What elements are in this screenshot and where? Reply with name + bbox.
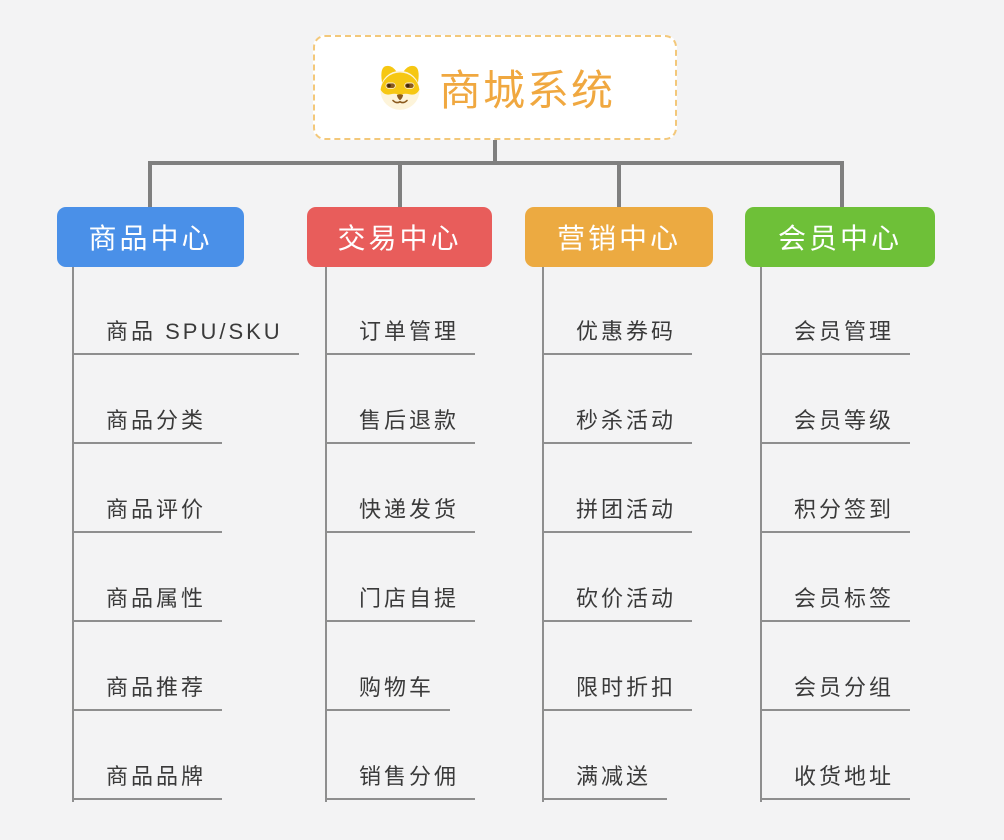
trunk-member-center (760, 267, 762, 802)
leaf-node[interactable]: 拼团活动 (542, 495, 693, 533)
leaf-node[interactable]: 商品 SPU/SKU (72, 317, 299, 355)
leaf-node[interactable]: 商品推荐 (72, 673, 223, 711)
connector-root-stem (493, 140, 497, 163)
leaf-node[interactable]: 门店自提 (325, 584, 476, 622)
root-title: 商城系统 (438, 67, 615, 114)
branch-node-marketing-center[interactable]: 营销中心 (525, 207, 713, 267)
leaf-node[interactable]: 销售分佣 (325, 762, 476, 800)
leaf-node[interactable]: 会员分组 (760, 673, 911, 711)
trunk-marketing-center (542, 267, 544, 802)
leaf-node[interactable]: 满减送 (542, 762, 668, 800)
connector-drop-member (840, 161, 844, 211)
trunk-trade-center (325, 267, 327, 802)
leaf-node[interactable]: 优惠券码 (542, 317, 693, 355)
leaf-node[interactable]: 商品分类 (72, 406, 223, 444)
leaf-node[interactable]: 订单管理 (325, 317, 476, 355)
leaf-node[interactable]: 会员等级 (760, 406, 911, 444)
leaf-node[interactable]: 砍价活动 (542, 584, 693, 622)
leaf-node[interactable]: 限时折扣 (542, 673, 693, 711)
leaf-node[interactable]: 收货地址 (760, 762, 911, 800)
root-node[interactable]: 商城系统 (313, 35, 677, 140)
connector-drop-marketing (617, 161, 621, 211)
connector-drop-product (148, 161, 152, 211)
connector-drop-trade (398, 161, 402, 211)
leaf-node[interactable]: 积分签到 (760, 495, 911, 533)
connector-horizontal (148, 161, 844, 165)
leaf-node[interactable]: 快递发货 (325, 495, 476, 533)
leaf-node[interactable]: 商品品牌 (72, 762, 223, 800)
branch-node-trade-center[interactable]: 交易中心 (307, 207, 492, 267)
leaf-node[interactable]: 秒杀活动 (542, 406, 693, 444)
leaf-node[interactable]: 商品属性 (72, 584, 223, 622)
leaf-node[interactable]: 购物车 (325, 673, 451, 711)
branch-node-member-center[interactable]: 会员中心 (745, 207, 935, 267)
leaf-node[interactable]: 会员标签 (760, 584, 911, 622)
shiba-dog-icon (380, 65, 420, 110)
leaf-node[interactable]: 商品评价 (72, 495, 223, 533)
leaf-node[interactable]: 售后退款 (325, 406, 476, 444)
branch-node-product-center[interactable]: 商品中心 (57, 207, 244, 267)
leaf-node[interactable]: 会员管理 (760, 317, 911, 355)
trunk-product-center (72, 267, 74, 802)
